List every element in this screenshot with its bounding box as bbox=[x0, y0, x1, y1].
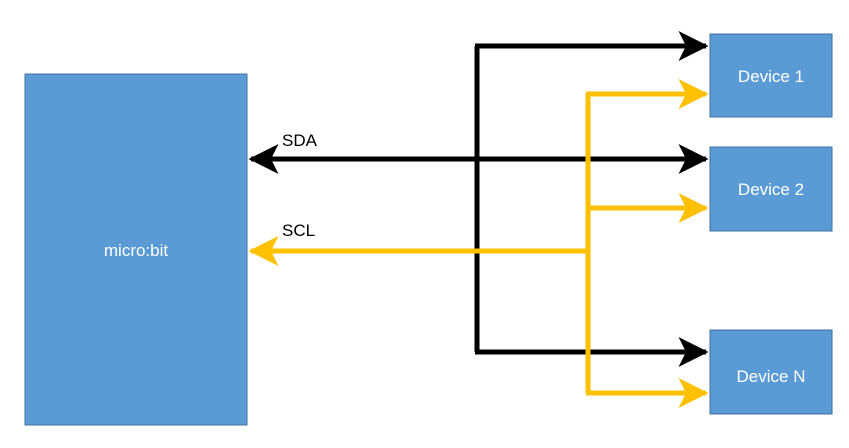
device-block-1: Device 1 bbox=[709, 33, 833, 118]
device-label: Device 2 bbox=[738, 180, 804, 199]
device-box bbox=[709, 329, 833, 415]
sda-bus bbox=[248, 31, 709, 367]
sda-label: SDA bbox=[282, 131, 318, 150]
microbit-label: micro:bit bbox=[104, 241, 169, 260]
microbit-block: micro:bit bbox=[24, 73, 248, 426]
microbit-box bbox=[24, 73, 248, 426]
device-block-2: Device 2 bbox=[709, 146, 833, 232]
device-label: Device 1 bbox=[738, 67, 804, 86]
scl-bus bbox=[248, 79, 709, 408]
device-box bbox=[709, 33, 833, 118]
device-box bbox=[709, 146, 833, 232]
device-label: Device N bbox=[737, 367, 806, 386]
device-block-n: Device N bbox=[709, 329, 833, 415]
scl-label: SCL bbox=[282, 221, 315, 240]
